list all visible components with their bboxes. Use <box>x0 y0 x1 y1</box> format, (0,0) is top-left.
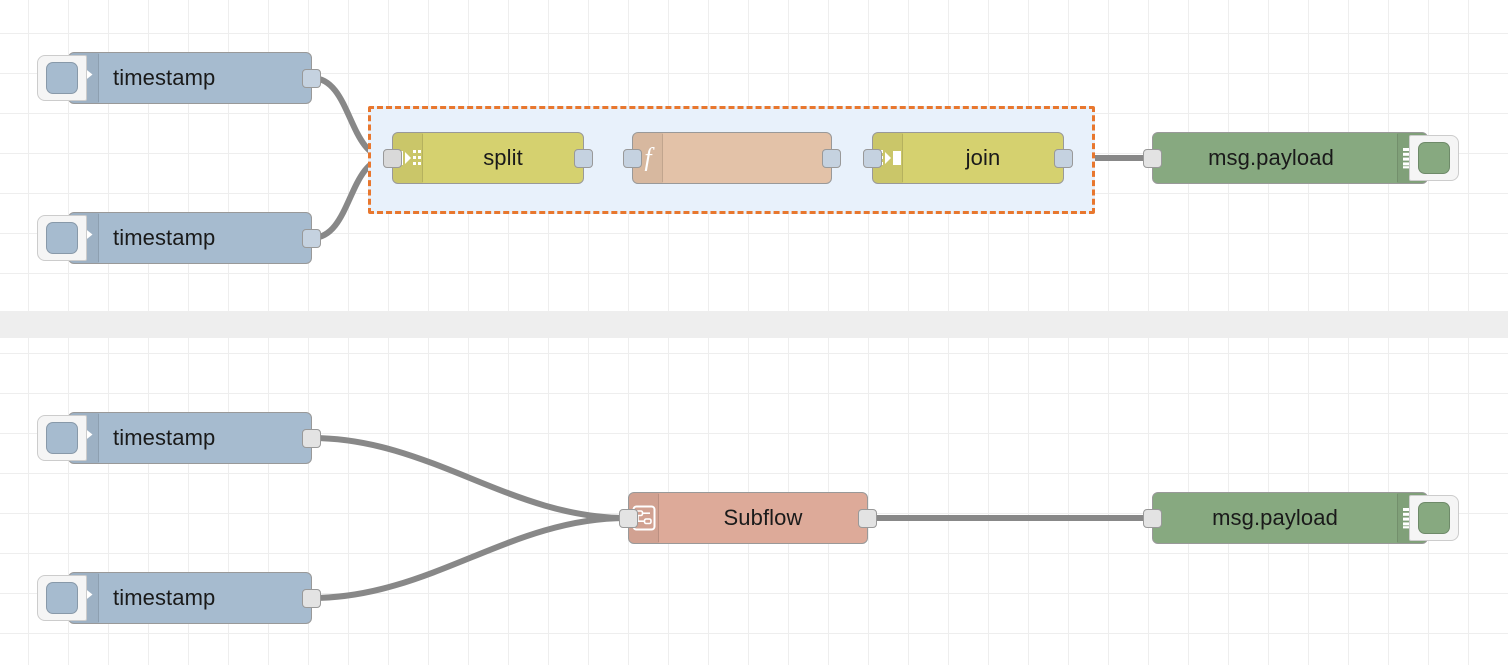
debug-label-2: msg.payload <box>1212 505 1338 530</box>
output-port[interactable] <box>822 148 841 168</box>
join-label: join <box>965 145 1001 170</box>
inject-label-1: timestamp <box>113 65 216 90</box>
input-port[interactable] <box>863 148 882 168</box>
input-port[interactable] <box>623 148 642 168</box>
output-port[interactable] <box>302 68 321 88</box>
inject-trigger-button-1[interactable] <box>37 55 87 101</box>
input-port[interactable] <box>1143 508 1162 528</box>
node-inject-4[interactable]: timestamp <box>37 572 321 624</box>
inject-label-2: timestamp <box>113 225 216 250</box>
node-join[interactable]: join <box>863 132 1073 184</box>
subflow-label: Subflow <box>723 505 803 530</box>
output-port[interactable] <box>302 588 321 608</box>
inject-label-3: timestamp <box>113 425 216 450</box>
output-port[interactable] <box>858 508 877 528</box>
node-inject-1[interactable]: timestamp <box>37 52 321 104</box>
output-port[interactable] <box>574 148 593 168</box>
flow-divider-band <box>0 311 1508 338</box>
input-port[interactable] <box>383 148 402 168</box>
inject-trigger-button-4[interactable] <box>37 575 87 621</box>
node-subflow[interactable]: Subflow <box>619 492 877 544</box>
inject-label-4: timestamp <box>113 585 216 610</box>
node-function[interactable]: f <box>623 132 841 184</box>
wire-inject3-subflow <box>309 435 629 521</box>
output-port[interactable] <box>302 428 321 448</box>
output-port[interactable] <box>302 228 321 248</box>
input-port[interactable] <box>1143 148 1162 168</box>
node-split[interactable]: split <box>383 132 593 184</box>
output-port[interactable] <box>1054 148 1073 168</box>
svg-text:f: f <box>644 145 655 171</box>
debug-toggle-button-1[interactable] <box>1409 135 1459 181</box>
split-label: split <box>483 145 523 170</box>
function-label <box>663 133 831 183</box>
debug-toggle-button-2[interactable] <box>1409 495 1459 541</box>
debug-label-1: msg.payload <box>1208 145 1334 170</box>
inject-trigger-button-3[interactable] <box>37 415 87 461</box>
inject-trigger-button-2[interactable] <box>37 215 87 261</box>
node-debug-2[interactable]: msg.payload <box>1143 492 1459 544</box>
node-debug-1[interactable]: msg.payload <box>1143 132 1459 184</box>
node-inject-2[interactable]: timestamp <box>37 212 321 264</box>
wire-inject4-subflow <box>309 515 629 601</box>
node-inject-3[interactable]: timestamp <box>37 412 321 464</box>
input-port[interactable] <box>619 508 638 528</box>
